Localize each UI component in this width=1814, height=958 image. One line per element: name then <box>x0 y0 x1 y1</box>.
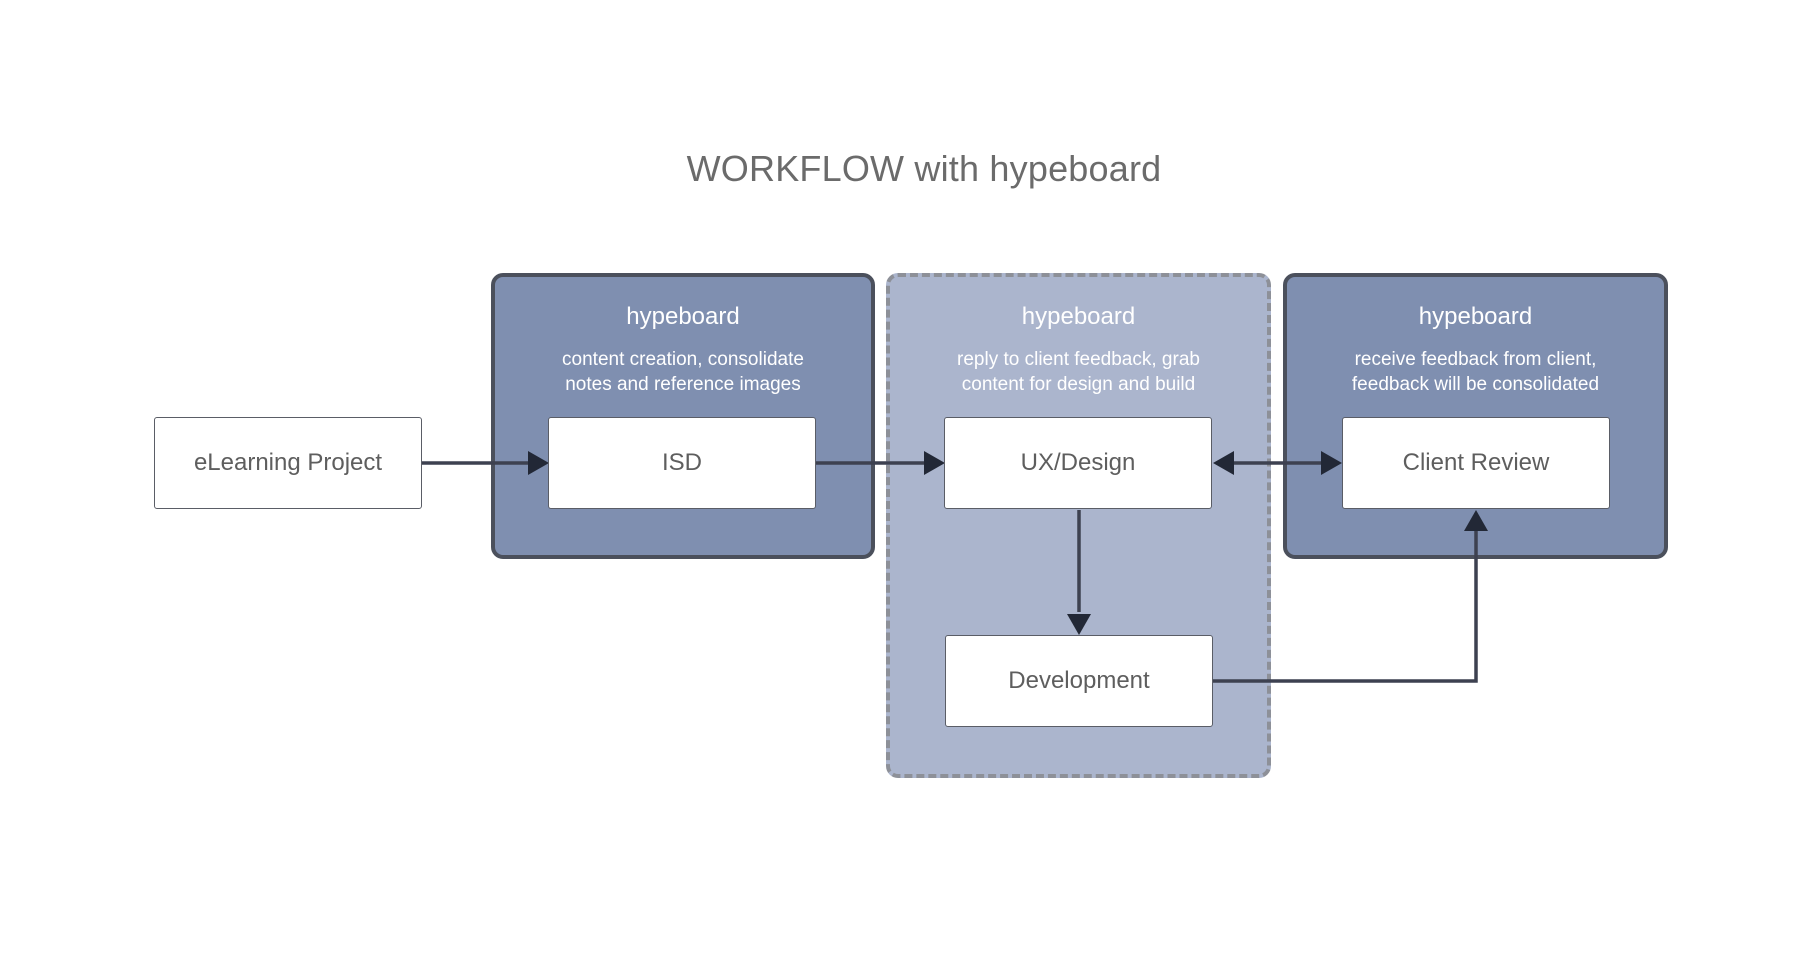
group-isd-description: content creation, consolidate notes and … <box>562 349 804 395</box>
diagram-title: WORKFLOW with hypeboard <box>686 148 1162 189</box>
node-client-review[interactable]: Client Review <box>1342 417 1610 509</box>
group-client-hypeboard: hypeboard receive feedback from client, … <box>1283 273 1668 559</box>
group-client-title: hypeboard <box>1418 303 1533 330</box>
node-elearning-project[interactable]: eLearning Project <box>154 417 422 509</box>
group-client-description: receive feedback from client, feedback w… <box>1351 349 1600 395</box>
group-isd-title: hypeboard <box>626 303 740 330</box>
node-isd[interactable]: ISD <box>548 417 816 509</box>
group-ux-description: reply to client feedback, grab content f… <box>957 349 1200 395</box>
node-development[interactable]: Development <box>945 635 1213 727</box>
node-ux-design[interactable]: UX/Design <box>944 417 1212 509</box>
group-ux-title: hypeboard <box>1021 303 1136 330</box>
group-isd-hypeboard: hypeboard content creation, consolidate … <box>491 273 875 559</box>
